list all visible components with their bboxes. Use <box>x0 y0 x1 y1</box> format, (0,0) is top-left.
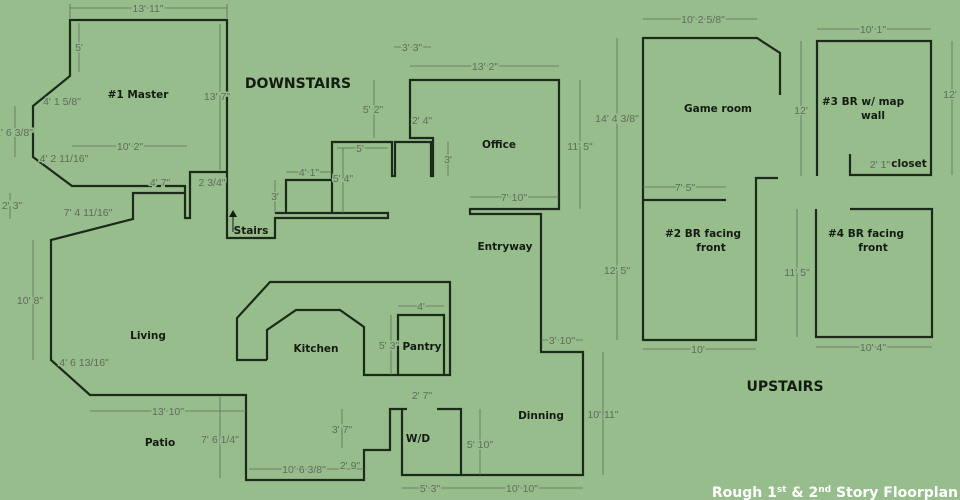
dim-master-diag2: 4' 2 11/16" <box>40 153 89 165</box>
dim-closet-2-3-4: 2 3/4" <box>198 177 225 189</box>
room-living: Living <box>130 330 166 342</box>
downstairs-heading: DOWNSTAIRS <box>245 76 351 92</box>
room-br3-line1: #3 BR w/ map <box>822 96 905 108</box>
dim-pantry-height: 5' 3" <box>379 340 400 352</box>
wall-wd <box>400 407 463 477</box>
dim-br3-right: 12' <box>943 89 957 101</box>
dim-master-width: 13' 11" <box>132 3 164 15</box>
dim-office-5-2: 5' 2" <box>363 104 384 116</box>
dim-br3-left: 12' <box>794 105 808 117</box>
dim-living-diag-bottom: 4' 6 13/16" <box>59 357 109 369</box>
wall-living <box>49 191 407 482</box>
dim-br4-height: 11' 5" <box>784 267 810 279</box>
wall-kitchen <box>235 280 452 377</box>
dim-stair-5: 5' <box>356 143 364 155</box>
dim-br3-width: 10' 1" <box>860 24 886 36</box>
room-br3-line2: wall <box>861 110 885 122</box>
dim-office-width: 13' 2" <box>472 61 498 73</box>
wall-master <box>31 18 390 240</box>
upstairs-heading: UPSTAIRS <box>746 379 823 395</box>
dim-living-left: 10' 8" <box>17 295 43 307</box>
room-closet: closet <box>891 158 926 170</box>
dim-dinning-width: 10' 10" <box>506 483 538 495</box>
dim-office-2-4: 2' 4" <box>412 115 433 127</box>
dim-pantry-width: 4' <box>417 301 425 313</box>
dim-living-diag-top: 7' 4 11/16" <box>64 207 113 219</box>
room-br2-line2: front <box>696 242 725 254</box>
room-stairs: Stairs <box>234 225 269 237</box>
dim-stair-3: 3' <box>444 154 452 166</box>
wall-br4 <box>814 207 934 339</box>
room-master: #1 Master <box>108 89 170 101</box>
dim-closet-4-7: 4' 7" <box>150 177 171 189</box>
wall-game-room <box>641 36 782 342</box>
stairs-arrow-icon <box>229 210 237 217</box>
dim-master-diag1: 4' 1 5/8" <box>43 96 81 108</box>
wall-stairs-blocks <box>284 178 332 213</box>
dim-br3-closet: 2' 1" <box>870 159 891 171</box>
plan-title: Rough 1st & 2nd Story Floorplan <box>712 485 958 500</box>
room-dinning: Dinning <box>518 410 564 422</box>
dim-stair-4-1: 4' 1" <box>299 167 320 179</box>
dim-master-bottom: 10' 2" <box>117 141 143 153</box>
dim-stair-5-4: 5' 4" <box>333 173 354 185</box>
dim-master-right: 13' 7" <box>204 91 230 103</box>
wall-pantry <box>396 313 446 375</box>
dim-living-bottom: 13' 10" <box>152 406 184 418</box>
room-office: Office <box>482 139 516 151</box>
room-br4-line1: #4 BR facing <box>828 228 904 240</box>
dim-wall-10-6-3-8: 10' 6 3/8" <box>282 464 326 476</box>
room-pantry: Pantry <box>402 341 441 353</box>
room-br4-line2: front <box>858 242 887 254</box>
dim-br2-height: 12' 5" <box>604 265 630 277</box>
dim-master-left: 1' 6 3/8" <box>0 127 33 139</box>
dim-br2-width: 10' <box>691 344 705 356</box>
dim-game-height: 14' 4 3/8" <box>595 113 639 125</box>
dim-patio-height: 7' 6 1/4" <box>201 434 239 446</box>
room-entryway: Entryway <box>478 241 533 253</box>
dim-game-7-5: 7' 5" <box>675 182 696 194</box>
dim-game-width: 10' 2 5/8" <box>681 14 725 26</box>
room-game: Game room <box>684 103 752 115</box>
walls <box>31 18 934 482</box>
wall-stairs-upper <box>330 78 585 477</box>
room-br2-line1: #2 BR facing <box>665 228 741 240</box>
dimension-lines <box>9 4 953 489</box>
dim-office-7-10: 7' 10" <box>501 192 527 204</box>
dim-wd-door: 2' 7" <box>412 390 433 402</box>
dim-wd-height: 5' 10" <box>467 439 493 451</box>
room-patio: Patio <box>145 437 175 449</box>
dim-br4-width: 10' 4" <box>860 342 886 354</box>
wall-br3 <box>815 39 933 177</box>
dim-stair-3b: 3' <box>271 191 279 203</box>
dim-wd-width: 5' 3" <box>420 483 441 495</box>
room-wd: W/D <box>406 433 430 445</box>
dim-living-2-3: 2' 3" <box>2 200 23 212</box>
dim-master-5: 5' <box>75 42 83 54</box>
room-labels: DOWNSTAIRS UPSTAIRS #1 Master Stairs Off… <box>108 76 927 449</box>
dim-entry-3-10: 3' 10" <box>549 335 575 347</box>
dim-step-2-9: 2' 9" <box>340 460 361 472</box>
dim-office-3-3: 3' 3" <box>402 42 423 54</box>
dim-dinning-height: 10' 11" <box>587 409 619 421</box>
room-kitchen: Kitchen <box>293 343 338 355</box>
dim-step-3-7: 3' 7" <box>332 424 353 436</box>
dim-office-height: 11' 5" <box>567 141 593 153</box>
